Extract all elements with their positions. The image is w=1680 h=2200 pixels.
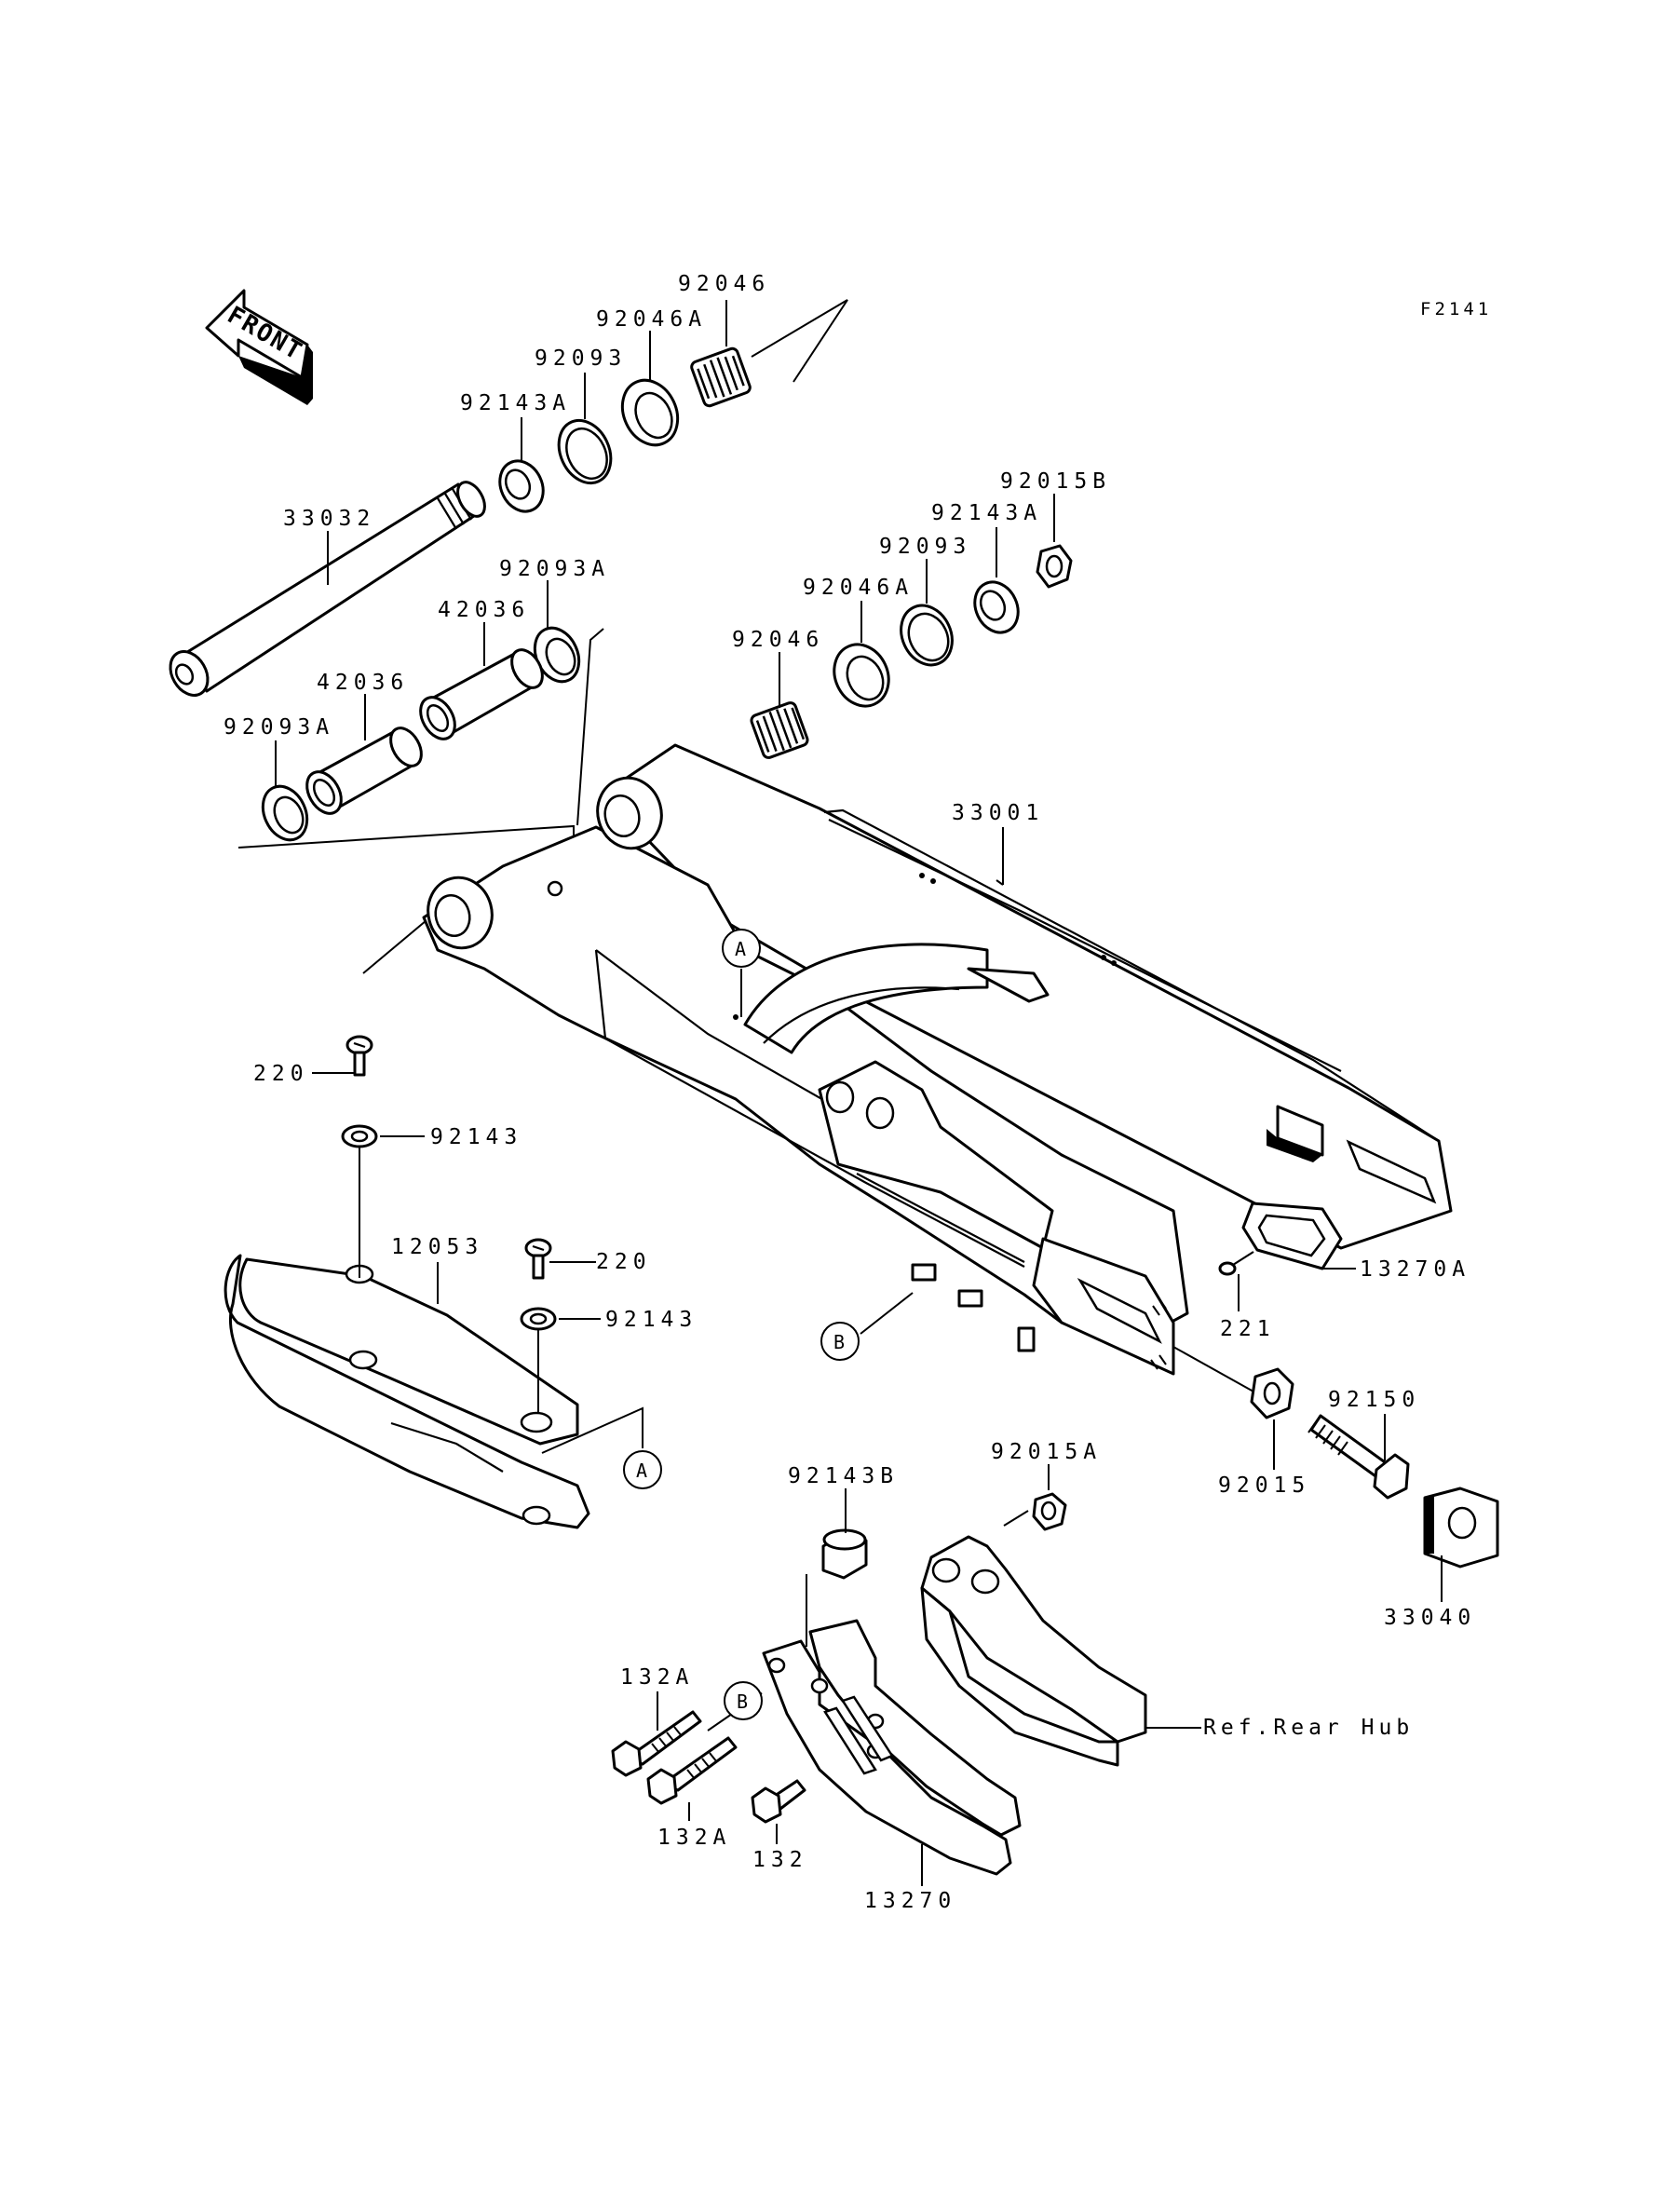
label-132: 132 (752, 1848, 808, 1872)
label-42036-right: 42036 (438, 598, 530, 622)
seal-92046A-right (833, 643, 890, 708)
chain-guide-12053 (224, 1254, 590, 1529)
callout-b-bottom-label: B (737, 1691, 748, 1713)
seal-92093A-left (261, 784, 309, 842)
block-33040 (1423, 1487, 1499, 1569)
label-92143-b: 92143 (605, 1308, 698, 1332)
label-42036-left: 42036 (317, 671, 409, 695)
label-92143B: 92143B (788, 1464, 899, 1488)
callout-a-bottom: A (623, 1450, 662, 1489)
ring-92093-top (557, 418, 613, 485)
callout-b-top-label: B (833, 1331, 845, 1353)
label-92093-top: 92093 (535, 346, 627, 371)
slider-ref-rear-hub (920, 1535, 1147, 1767)
collar-92143B (821, 1528, 868, 1580)
label-13270A: 13270A (1360, 1257, 1470, 1282)
label-92143A-top: 92143A (460, 391, 571, 415)
nut-92015A (1032, 1492, 1067, 1531)
callout-a-top-label: A (735, 938, 746, 960)
pivot-shaft-33032 (169, 481, 486, 697)
label-92150: 92150 (1328, 1388, 1420, 1412)
screw-221 (1218, 1251, 1254, 1276)
seal-92093A-mid (533, 626, 581, 684)
bolt-132A-upper (611, 1710, 702, 1777)
callout-b-bottom: B (724, 1681, 763, 1720)
bushing-42036-left (305, 727, 423, 815)
label-12053: 12053 (391, 1235, 483, 1259)
screw-220-b (524, 1238, 552, 1280)
collar-92143A-top (498, 459, 545, 513)
label-ref-rear-hub: Ref.Rear Hub (1203, 1716, 1414, 1740)
callout-b-top: B (820, 1322, 860, 1361)
label-221: 221 (1220, 1317, 1276, 1341)
plate-13270A (1241, 1202, 1343, 1270)
label-132A-a: 132A (620, 1665, 694, 1690)
nut-92015B (1036, 544, 1073, 589)
label-13270: 13270 (864, 1889, 956, 1913)
washer-92143-a (341, 1124, 378, 1148)
swingarm-33001 (422, 743, 1453, 1376)
callout-a-top: A (722, 929, 761, 968)
part-labels: 92046 92046A 92093 92143A 33032 92093A 4… (224, 272, 1476, 1913)
label-92046A-top: 92046A (596, 307, 707, 332)
label-220-b: 220 (596, 1250, 652, 1274)
bushing-42036-right (419, 648, 544, 740)
label-92046-top: 92046 (678, 272, 770, 296)
label-33032: 33032 (283, 507, 375, 531)
label-92015: 92015 (1218, 1473, 1310, 1498)
bearing-92046-right (750, 701, 809, 759)
callout-a-bottom-label: A (636, 1460, 647, 1482)
bolt-92150 (1307, 1414, 1410, 1500)
label-33001: 33001 (952, 801, 1044, 825)
label-92143A-right: 92143A (931, 501, 1042, 525)
bolt-132A-lower (646, 1736, 738, 1805)
front-arrow-icon: FRONT (205, 289, 313, 405)
washer-92143-b (520, 1307, 557, 1331)
label-92015B: 92015B (1000, 469, 1111, 494)
label-33040: 33040 (1384, 1606, 1476, 1630)
label-92015A: 92015A (991, 1440, 1102, 1464)
figure-code: F2141 (1420, 299, 1492, 319)
bearing-92046-top (690, 346, 752, 408)
label-92143-a: 92143 (430, 1125, 522, 1149)
nut-92015 (1250, 1367, 1294, 1419)
label-220-a: 220 (253, 1062, 309, 1086)
bolt-132 (751, 1779, 806, 1824)
label-92093A-mid: 92093A (499, 557, 610, 581)
collar-92143A-right (973, 580, 1020, 634)
seal-92046A-top (620, 378, 680, 447)
label-92046-right: 92046 (732, 628, 824, 652)
screw-220-a (345, 1035, 373, 1077)
chain-guard-13270 (762, 1619, 1022, 1876)
label-92093A-left: 92093A (224, 715, 334, 740)
label-92093-right: 92093 (879, 535, 971, 559)
label-92046A-right: 92046A (803, 576, 914, 600)
label-132A-b: 132A (657, 1826, 731, 1850)
ring-92093-right (900, 604, 954, 667)
